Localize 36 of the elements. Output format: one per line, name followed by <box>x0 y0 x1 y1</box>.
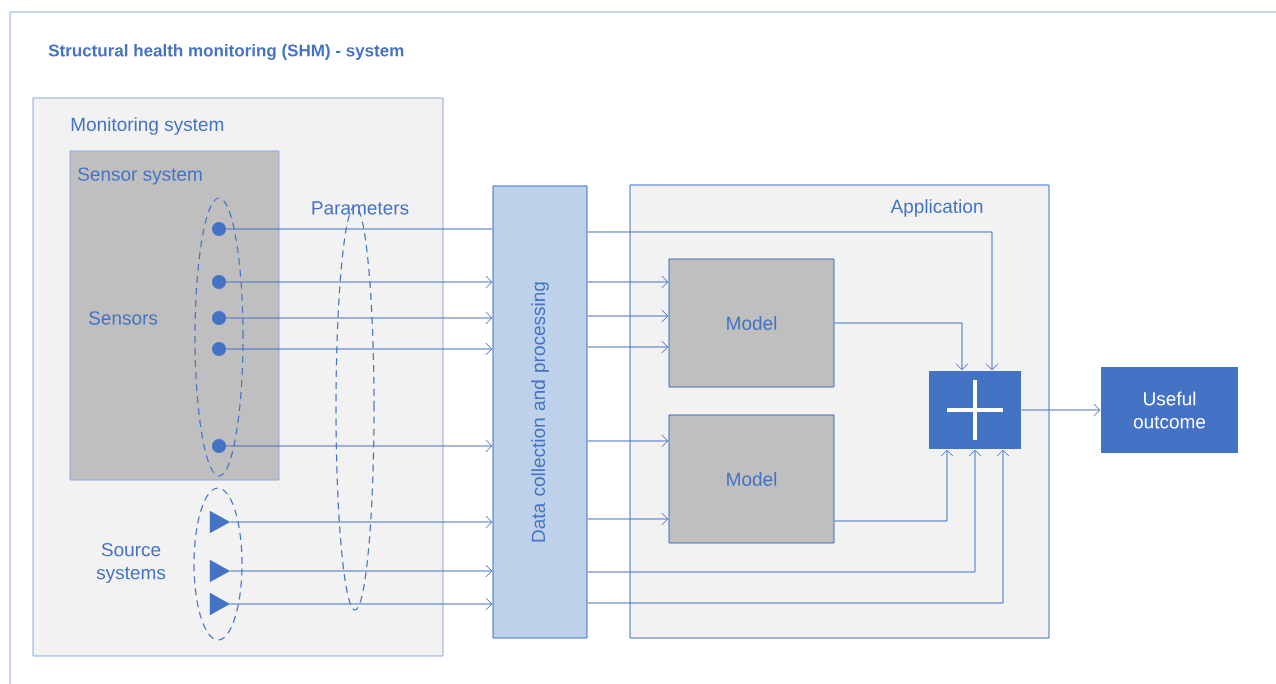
arrow <box>587 309 669 323</box>
dashed-ellipse <box>193 487 243 641</box>
arrow <box>587 449 982 573</box>
sensor-dot <box>212 311 226 325</box>
sensor-dot <box>212 222 226 236</box>
arrow <box>587 231 999 371</box>
model-box: Model <box>668 414 835 544</box>
dashed-ellipse <box>194 197 244 477</box>
arrow <box>587 275 669 289</box>
arrow <box>229 564 493 578</box>
arrow <box>587 340 669 354</box>
sensor-dot <box>212 342 226 356</box>
model-box: Model <box>668 258 835 388</box>
arrow <box>587 449 1010 604</box>
arrow <box>225 311 493 325</box>
source-triangle <box>209 559 231 583</box>
arrow <box>1021 403 1101 417</box>
arrow <box>229 515 493 529</box>
arrow <box>834 449 954 522</box>
sensor-dot <box>212 439 226 453</box>
outcome-box: Useful outcome <box>1101 367 1238 453</box>
arrow <box>225 275 493 289</box>
sensor-dot <box>212 275 226 289</box>
arrow <box>225 439 493 453</box>
group-label: Sensors <box>89 311 158 325</box>
arrow <box>587 512 669 526</box>
processing-box: Data collection and processing <box>492 185 588 639</box>
sum-box <box>929 371 1021 449</box>
group-label: Source systems <box>96 542 166 584</box>
source-triangle <box>209 592 231 616</box>
arrow <box>587 434 669 448</box>
arrow <box>834 322 969 371</box>
group-label: Parameters <box>312 201 409 215</box>
arrow <box>229 597 493 611</box>
arrow <box>225 342 493 356</box>
source-triangle <box>209 510 231 534</box>
